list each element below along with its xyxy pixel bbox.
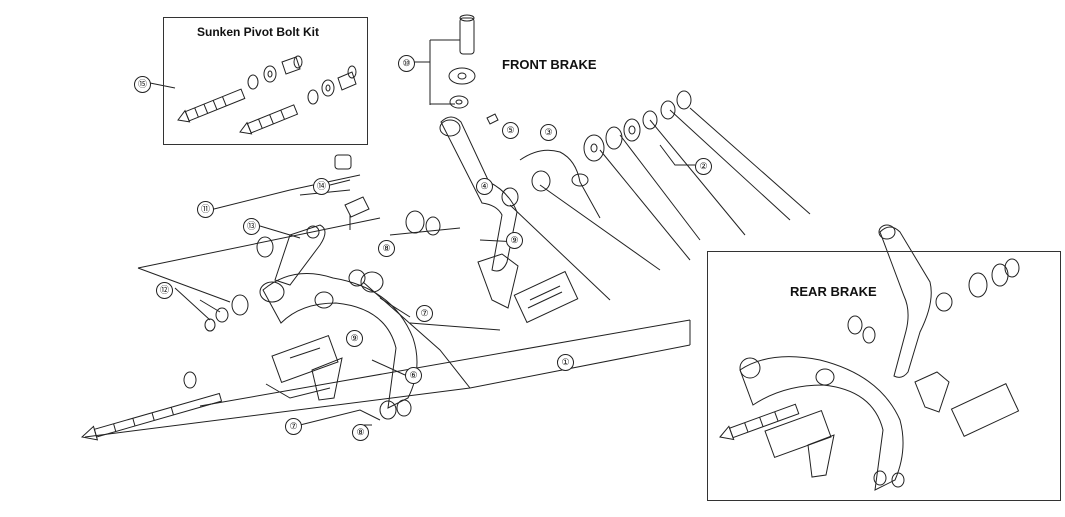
callout-11: ⑪ bbox=[197, 201, 214, 218]
callout-14: ⑭ bbox=[313, 178, 330, 195]
pivot-bolt-kit-box bbox=[163, 17, 368, 145]
callout-3: ③ bbox=[540, 124, 557, 141]
rear-brake-parts bbox=[719, 224, 1020, 491]
callout-6: ⑥ bbox=[405, 367, 422, 384]
pivot-bolt-kit-parts bbox=[177, 55, 357, 135]
rear-brake-box bbox=[707, 251, 1061, 501]
callout-9-lower: ⑨ bbox=[346, 330, 363, 347]
rear-brake-title: REAR BRAKE bbox=[790, 284, 877, 299]
front-brake-parts bbox=[80, 14, 692, 441]
callout-1: ① bbox=[557, 354, 574, 371]
callout-13: ⑬ bbox=[243, 218, 260, 235]
front-brake-title: FRONT BRAKE bbox=[502, 57, 597, 72]
callout-8-lower: ⑧ bbox=[352, 424, 369, 441]
kit-title: Sunken Pivot Bolt Kit bbox=[197, 25, 320, 39]
callout-5: ⑤ bbox=[502, 122, 519, 139]
callout-4: ④ bbox=[476, 178, 493, 195]
callout-12: ⑫ bbox=[156, 282, 173, 299]
callout-7-upper: ⑦ bbox=[416, 305, 433, 322]
callout-8-upper: ⑧ bbox=[378, 240, 395, 257]
callout-15: ⑮ bbox=[134, 76, 151, 93]
callout-2: ② bbox=[695, 158, 712, 175]
callout-9-upper: ⑨ bbox=[506, 232, 523, 249]
leader-lines bbox=[84, 39, 811, 438]
callout-10: ⑩ bbox=[398, 55, 415, 72]
callout-7-lower: ⑦ bbox=[285, 418, 302, 435]
